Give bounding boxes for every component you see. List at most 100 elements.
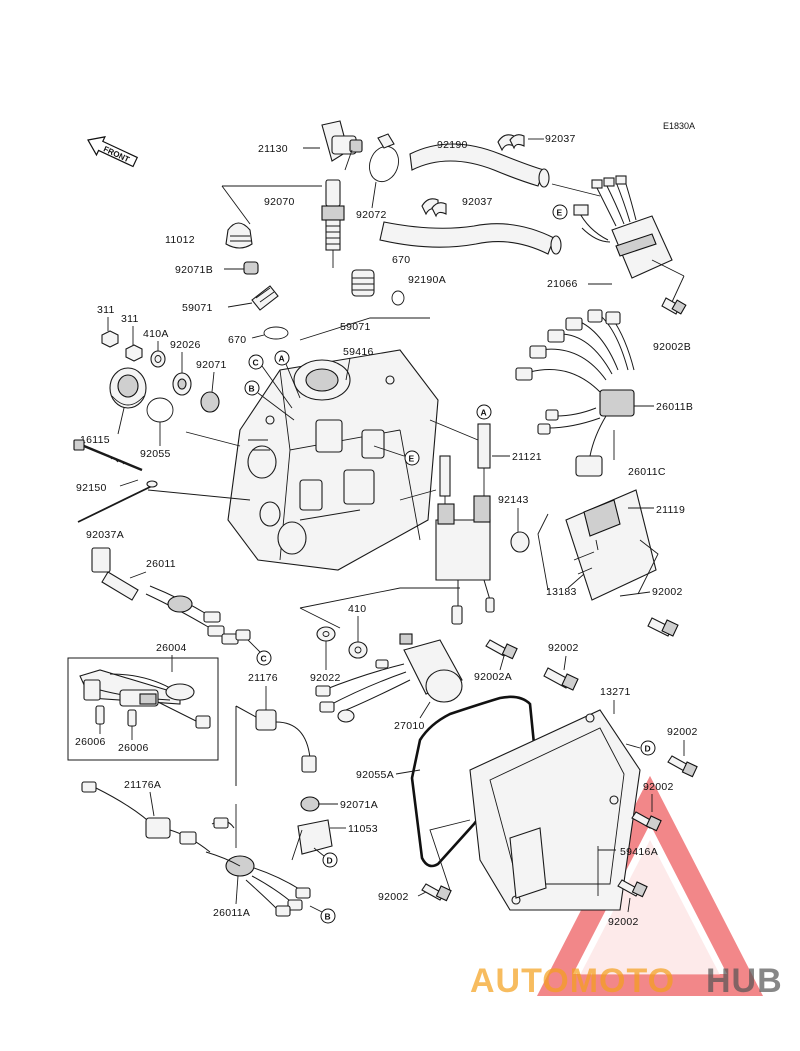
callout-d-left: D [322, 852, 338, 868]
label-92070: 92070 [264, 196, 295, 208]
gasket-92055A [410, 695, 536, 868]
svg-text:A: A [481, 408, 487, 418]
plug-cap-boot [225, 222, 253, 249]
hose-clamp-mid [421, 198, 447, 218]
label-26011B: 26011B [656, 401, 693, 413]
label-26006-b: 26006 [118, 742, 149, 754]
label-92026: 92026 [170, 339, 201, 351]
cdi-unit-21119 [565, 489, 657, 601]
label-21130: 21130 [258, 143, 288, 155]
harness-26011B [515, 309, 635, 477]
bolt-92002A [485, 639, 518, 660]
bolt-92002-mid [543, 667, 579, 691]
collar-92143 [510, 531, 530, 553]
svg-text:C: C [253, 358, 259, 368]
label-92002A: 92002A [474, 671, 512, 683]
label-27010: 27010 [394, 720, 425, 732]
bolt-92002-r3 [631, 811, 662, 832]
watermark-part1: AUTOMOTO [470, 962, 675, 1000]
inset-box-26004 [67, 657, 219, 761]
svg-text:C: C [261, 654, 267, 664]
label-92002-r3: 92002 [643, 781, 674, 793]
label-311-a: 311 [97, 304, 115, 316]
label-92071: 92071 [196, 359, 227, 371]
washer-410 [348, 641, 368, 659]
sensor-21176A [81, 781, 211, 853]
label-26011A: 26011A [213, 907, 250, 919]
watermark-logo: AUTOMOTO HUB [470, 962, 783, 1000]
spark-plug [321, 179, 345, 268]
callout-a-mid: A [476, 404, 492, 420]
cap-16115 [109, 367, 147, 409]
ignition-coil-21121 [435, 423, 495, 625]
o-ring-670-top [391, 290, 405, 306]
label-92002-r2: 92002 [667, 726, 698, 738]
label-92002-bot: 92002 [378, 891, 409, 903]
label-59071-mid: 59071 [340, 321, 371, 333]
svg-text:D: D [645, 744, 651, 754]
label-410: 410 [348, 603, 366, 615]
o-ring-92055 [146, 397, 174, 423]
label-21176A: 21176A [124, 779, 161, 791]
label-92055: 92055 [140, 448, 171, 460]
label-92002-r: 92002 [652, 586, 683, 598]
plug-59071-mid [351, 269, 375, 297]
label-21119: 21119 [656, 504, 685, 516]
svg-text:D: D [327, 856, 333, 866]
diagram-code: E1830A [663, 121, 695, 131]
label-92037A: 92037A [86, 529, 124, 541]
bolt-92002-r2 [667, 755, 698, 778]
svg-text:E: E [409, 454, 415, 464]
callout-e-top: E [552, 204, 568, 220]
label-92190: 92190 [437, 139, 468, 151]
grommet-92026 [172, 372, 192, 396]
label-11053: 11053 [348, 823, 378, 835]
bolt-92002-bot2 [617, 879, 648, 898]
label-16115: 16115 [80, 434, 110, 446]
label-26004: 26004 [156, 642, 187, 654]
label-26011: 26011 [146, 558, 176, 570]
bolt-92150 [73, 439, 143, 472]
svg-text:B: B [325, 912, 331, 922]
watermark-part2: HUB [706, 962, 783, 1000]
label-11012: 11012 [165, 234, 195, 246]
label-92037-mid: 92037 [462, 196, 493, 208]
bolt-92002B [661, 297, 687, 315]
label-92190A: 92190A [408, 274, 446, 286]
label-92143: 92143 [498, 494, 529, 506]
electric-case-59416 [227, 349, 439, 571]
label-21176: 21176 [248, 672, 278, 684]
label-59416: 59416 [343, 346, 374, 358]
callout-b-bottom: B [320, 908, 336, 924]
grommet-92071 [200, 391, 220, 413]
sensor-21176 [235, 705, 317, 786]
label-92150: 92150 [76, 482, 107, 494]
washer-92022 [316, 626, 336, 642]
starter-relay-27010 [315, 633, 463, 723]
hose-92190 [409, 143, 550, 188]
grommet-92071B [243, 261, 259, 275]
bolt-92002-bot [421, 883, 452, 902]
bolt-92002-r [647, 617, 679, 637]
cover-13271 [429, 709, 641, 911]
label-21066: 21066 [547, 278, 578, 290]
hose-clamp-top [497, 134, 525, 152]
washer-410A [150, 350, 166, 368]
label-311-b: 311 [121, 313, 139, 325]
harness-26011A [205, 817, 311, 917]
callout-b-top: B [244, 380, 260, 396]
label-92071A: 92071A [340, 799, 378, 811]
label-670-top: 670 [392, 254, 410, 266]
nut-311-b [125, 344, 143, 362]
label-670-mid: 670 [228, 334, 246, 346]
bracket-59416A [597, 846, 616, 896]
label-59416A: 59416A [620, 846, 658, 858]
front-arrow-icon: FRONT [87, 136, 139, 168]
label-13183: 13183 [546, 586, 577, 598]
callout-a-top: A [274, 350, 290, 366]
bracket-11053 [291, 819, 333, 861]
label-92002-mid: 92002 [548, 642, 579, 654]
label-92072: 92072 [356, 209, 387, 221]
